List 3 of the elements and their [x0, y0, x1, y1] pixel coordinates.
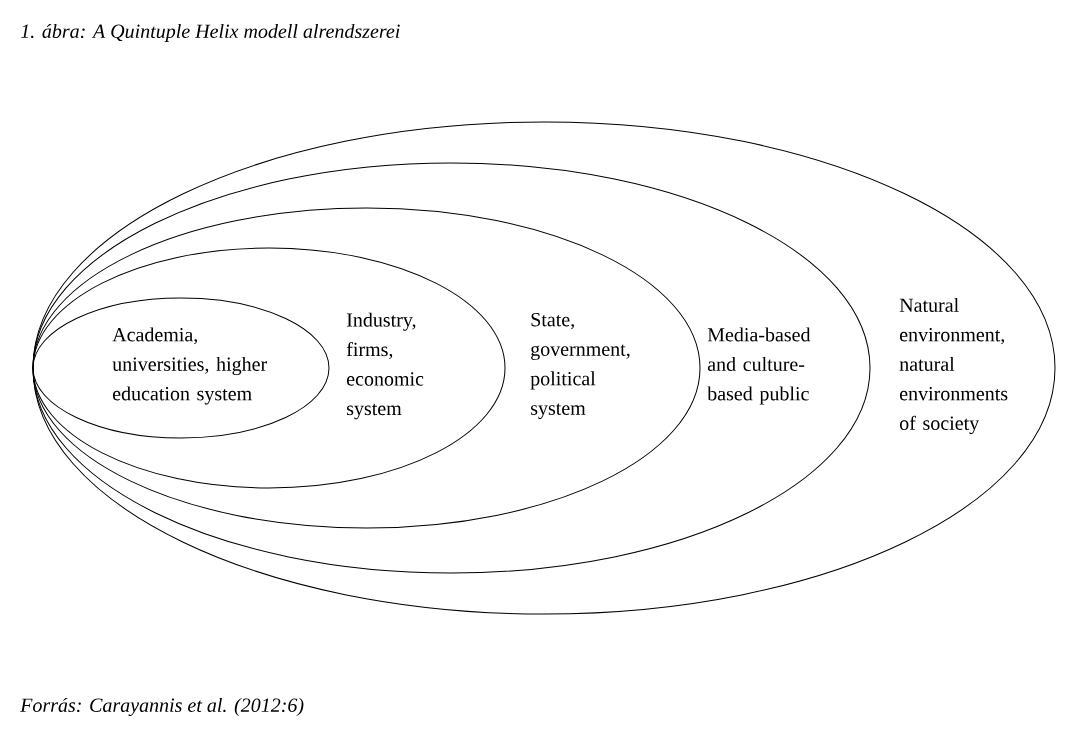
source-note: Forrás: Carayannis et al. (2012:6) — [20, 697, 304, 717]
ellipse-region: Academia, universities, higher education system — [32, 297, 330, 439]
figure-title: 1. ábra: A Quintuple Helix modell alrendszerei — [20, 23, 400, 43]
